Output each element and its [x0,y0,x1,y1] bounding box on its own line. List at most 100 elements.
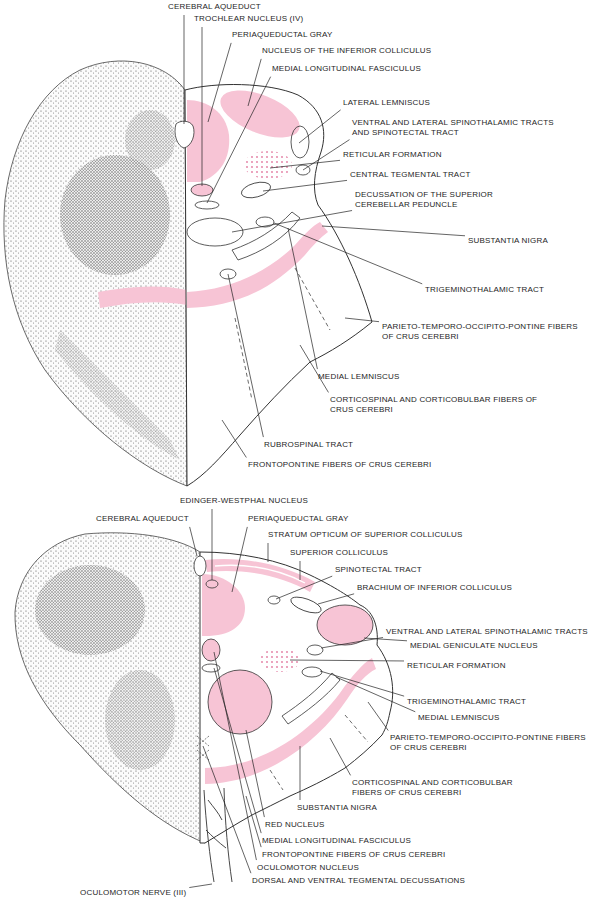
nucleus-outline [202,639,220,661]
structure-label: MEDIAL LEMNISCUS [318,372,400,382]
tract-outline [187,218,243,246]
leader-line [214,652,256,860]
pink-region [202,574,245,636]
tract-outline [289,594,323,616]
leader-line [274,223,422,284]
structure-label: MEDIAL LONGITUDINAL FASCICULUS [262,836,411,846]
structure-label: CENTRAL TEGMENTAL TRACT [350,170,470,180]
dark-stipple [60,155,170,275]
pink-region [187,100,229,182]
leader-line [208,43,231,122]
pink-region [187,222,328,308]
leader-line [276,576,332,599]
leader-line [300,345,328,392]
structure-label: RETICULAR FORMATION [407,661,506,671]
leader-line [300,746,301,800]
structure-label: TRIGEMINOTHALAMIC TRACT [425,285,544,295]
leader-line [320,671,404,696]
structure-label: BRACHIUM OF INFERIOR COLLICULUS [357,583,512,593]
structure-label: CORTICOSPINAL AND CORTICOBULBAR FIBERS O… [352,778,542,798]
leader-line [207,77,271,203]
tract-outline [195,201,219,209]
leader-line [203,746,251,873]
structure-label: NUCLEUS OF THE INFERIOR COLLICULUS [262,46,431,56]
structure-label: VENTRAL AND LATERAL SPINOTHALAMIC TRACTS [386,627,588,637]
leader-line [330,738,351,775]
structure-label: MEDIAL LEMNISCUS [418,713,500,723]
structure-label: VENTRAL AND LATERAL SPINOTHALAMIC TRACTS… [352,118,564,138]
leader-line [321,638,383,648]
leader-line [184,15,185,124]
structure-label: SUBSTANTIA NIGRA [297,803,377,813]
structure-label: FRONTOPONTINE FIBERS OF CRUS CEREBRI [248,460,432,470]
structure-label: SUBSTANTIA NIGRA [468,236,548,246]
leader-line [202,27,203,186]
structure-label: CEREBRAL AQUEDUCT [96,514,189,524]
structure-label: CEREBRAL AQUEDUCT [168,2,261,12]
structure-label: RED NUCLEUS [265,820,325,830]
structure-label: SPINOTECTAL TRACT [335,565,422,575]
leader-line [228,274,263,437]
structure-label: RETICULAR FORMATION [343,150,442,160]
stippled-half [15,533,205,843]
structure-label: LATERAL LEMNISCUS [343,98,430,108]
tract-outline [268,596,280,604]
leader-line [336,677,415,712]
structure-label: MEDIAL GENICULATE NUCLEUS [410,641,538,651]
nucleus-outline [317,605,373,645]
structure-label: STRATUM OPTICUM OF SUPERIOR COLLICULUS [268,530,463,540]
dotted-region [244,151,292,179]
leader-line [300,561,301,580]
leader-line [268,543,269,562]
structure-label: PARIETO-TEMPORO-OCCIPITO-PONTINE FIBERS … [382,322,586,342]
leader-line [322,226,465,236]
structure-label: OCULOMOTOR NUCLEUS [257,863,359,873]
structure-label: EDINGER-WESTPHAL NUCLEUS [180,496,308,506]
tract-outline [256,217,274,227]
section-outline [185,85,372,486]
structure-label: OCULOMOTOR NERVE (III) [80,888,186,898]
structure-label: DORSAL AND VENTRAL TEGMENTAL DECUSSATION… [252,876,465,886]
dark-stipple [105,670,175,770]
dark-stipple [125,110,175,170]
structure-label: FRONTOPONTINE FIBERS OF CRUS CEREBRI [262,850,446,860]
leader-line [212,509,213,580]
layer-line [215,565,305,583]
nerve-outline [204,788,232,882]
leader-line [232,211,352,232]
dark-stipple [55,330,180,460]
structure-label: SUPERIOR COLLICULUS [290,548,388,558]
structure-label: MEDIAL LONGITUDINAL FASCICULUS [272,64,421,74]
pink-region [98,286,187,308]
structure-label: TROCHLEAR NUCLEUS (IV) [194,14,303,24]
structure-label: DECUSSATION OF THE SUPERIOR CEREBELLAR P… [355,190,515,210]
tract-outline [302,667,322,677]
tract-outline [240,179,273,200]
structure-label: CORTICOSPINAL AND CORTICOBULBAR FIBERS O… [330,395,550,415]
aqueduct-outline [175,121,194,148]
section-outline [200,552,393,843]
leader-line [263,180,347,191]
leader-line [303,140,349,170]
nucleus-outline [206,580,218,588]
leader-line [214,668,261,833]
leader-line [290,660,404,662]
leader-line [299,110,341,143]
leader-line [270,160,340,168]
leader-line [368,702,388,731]
leader-line [246,730,264,817]
leader-line [318,594,354,604]
leader-line [190,527,197,556]
leader-line [345,318,379,322]
aqueduct-outline [194,556,206,576]
dark-stipple [35,565,145,655]
tract-outline [307,645,323,655]
leader-line [364,638,407,641]
structure-label: PARIETO-TEMPORO-OCCIPITO-PONTINE FIBERS … [390,733,594,753]
structure-label: PERIAQUEDUCTAL GRAY [248,514,349,524]
leader-line [222,420,246,457]
leader-line [232,527,247,592]
structure-label: RUBROSPINAL TRACT [264,440,353,450]
